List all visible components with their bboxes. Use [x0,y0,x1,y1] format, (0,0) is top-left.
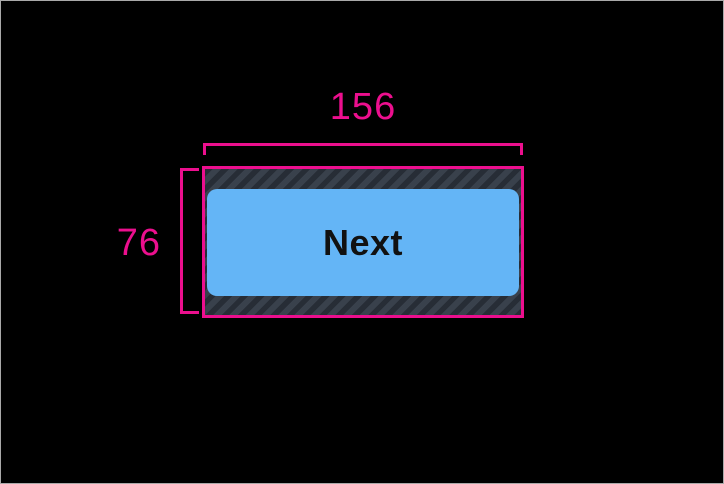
button-bounds-with-padding-hatch: Next [202,166,524,318]
next-button-label: Next [322,221,404,263]
height-dimension-label: 76 [116,222,161,264]
width-dimension-bracket [203,143,523,155]
next-button[interactable]: Next [207,189,519,296]
height-dimension-bracket [180,168,199,314]
width-dimension-label: 156 [329,86,397,128]
